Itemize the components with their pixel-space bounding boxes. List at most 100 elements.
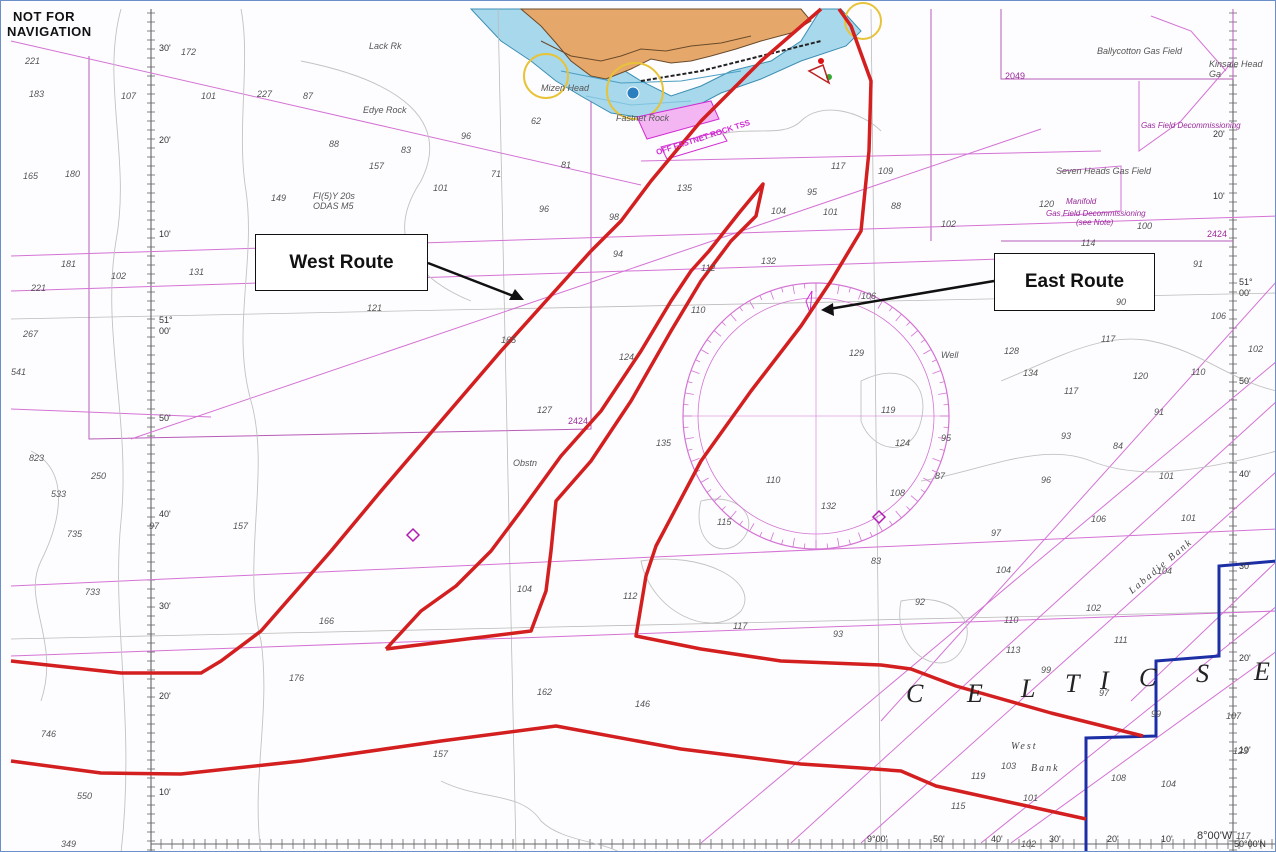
depth-sounding: 103 [1001,761,1017,771]
depth-sounding: 91 [1193,259,1204,269]
lat-label-1: 30' [159,43,171,53]
gas-decom-label-1: Gas Field Decommissioning [1141,121,1241,130]
depth-sounding: 120 [1039,199,1055,209]
depth-sounding: 106 [861,291,877,301]
magenta-lines [10,15,1275,844]
rose-tick [739,520,743,526]
edye-rock-label: Edye Rock [363,105,407,115]
depth-sounding: 221 [31,283,47,293]
rose-tick [848,539,851,545]
rose-tick [939,381,945,384]
gas-decom-label-2: Gas Field Decommissioning [1046,209,1146,218]
rose-tick [713,330,722,337]
rose-tick [858,290,862,300]
not-for-navigation-notice: NOT FOR NAVIGATION [7,9,92,39]
right-lat-label-8: 20' [1239,653,1251,663]
depth-sounding: 165 [23,171,39,181]
rose-tick [770,290,774,300]
rose-tick [690,370,700,374]
rose-tick [739,306,743,312]
sea-letter-t: T [1065,669,1082,698]
depth-sounding: 541 [11,367,27,377]
rose-tick [837,284,840,294]
west-route-spur [384,182,765,651]
depth-sounding: 95 [807,187,818,197]
rose-tick [781,539,784,545]
depth-sounding: 96 [539,204,550,214]
rose-tick [706,489,712,493]
fastnet-tss [636,100,728,160]
lat-label-7: 40' [159,509,171,519]
sea-letter-s: S [1196,659,1211,688]
rose-tick [938,437,948,440]
lack-rk-label: Lack Rk [369,41,402,51]
sea-letter-e: E [967,679,985,708]
rose-tick [931,469,937,473]
gas-decom-note: (see Note) [1076,218,1114,227]
depth-sounding: 181 [61,259,77,269]
depth-sounding: 121 [367,303,383,313]
panel-number-1: 2049 [1005,71,1026,81]
depth-sounding: 119 [881,405,896,415]
west-bank-label-1: West [1011,741,1038,752]
rose-tick [869,295,873,301]
rose-tick [700,477,709,483]
rose-tick [687,381,693,384]
depth-sounding: 110 [1004,615,1019,625]
depth-sounding: 550 [77,791,93,801]
rose-tick [939,448,945,451]
danger-symbols [405,509,887,543]
panel-number-2: 2424 [1207,229,1228,239]
lat-label-6: 50' [159,413,171,423]
depth-sounding: 117 [831,161,846,171]
lat-label-9: 20' [159,691,171,701]
right-lat-label-7: 30' [1239,561,1251,571]
depth-sounding: 165 [501,335,517,345]
rose-tick [932,370,942,374]
depth-sounding: 102 [941,219,957,229]
depth-sounding: 127 [537,405,553,415]
depth-sounding: 157 [233,521,249,531]
depth-sounding: 113 [1006,645,1021,655]
kinsale-label: Kinsale Head Ga [1209,59,1263,79]
depth-sounding: 97 [1099,688,1110,698]
depth-sounding: 107 [1226,711,1242,721]
fastnet-rock-label: Fastnet Rock [616,113,670,123]
lon-label-5: 20' [1107,834,1119,844]
depth-sounding: 146 [635,699,651,709]
depth-sounding: 112 [701,263,716,273]
right-lat-label-6: 40' [1239,469,1251,479]
depth-sounding: 110 [1191,367,1206,377]
panel-number-3: 2424 [568,416,589,426]
west-route-callout: West Route [255,234,428,291]
depth-sounding: 97 [991,528,1002,538]
depth-sounding: 112 [623,591,638,601]
sea-letter-c: C [906,679,926,708]
depth-sounding: 131 [189,267,205,277]
depth-sounding: 104 [1161,779,1177,789]
depth-sounding: 227 [257,89,273,99]
rose-tick [858,532,862,542]
depth-sounding: 94 [613,249,624,259]
depth-sounding: 102 [1086,603,1102,613]
notice-line-1: NOT FOR [13,9,75,24]
rose-tick [792,284,795,294]
right-lat-label-4: 00' [1239,288,1251,298]
depth-sounding: 823 [29,453,45,463]
sea-letter-e2: E [1254,657,1272,686]
sea-letter-c2: C [1139,663,1159,692]
depth-sounding: 176 [289,673,305,683]
depth-sounding: 114 [1081,238,1096,248]
rose-tick [713,495,722,502]
southern-route-line [10,724,1087,821]
right-lat-label-1: 20' [1213,129,1225,139]
depth-sounding: 180 [65,169,81,179]
depth-sounding: 83 [871,556,882,566]
rose-tick [869,531,873,537]
depth-sounding: 117 [1101,334,1116,344]
panel-outlines [88,9,1234,440]
depth-sounding: 99 [1041,665,1052,675]
depth-sounding: 117 [733,621,748,631]
rose-tick [706,339,712,343]
